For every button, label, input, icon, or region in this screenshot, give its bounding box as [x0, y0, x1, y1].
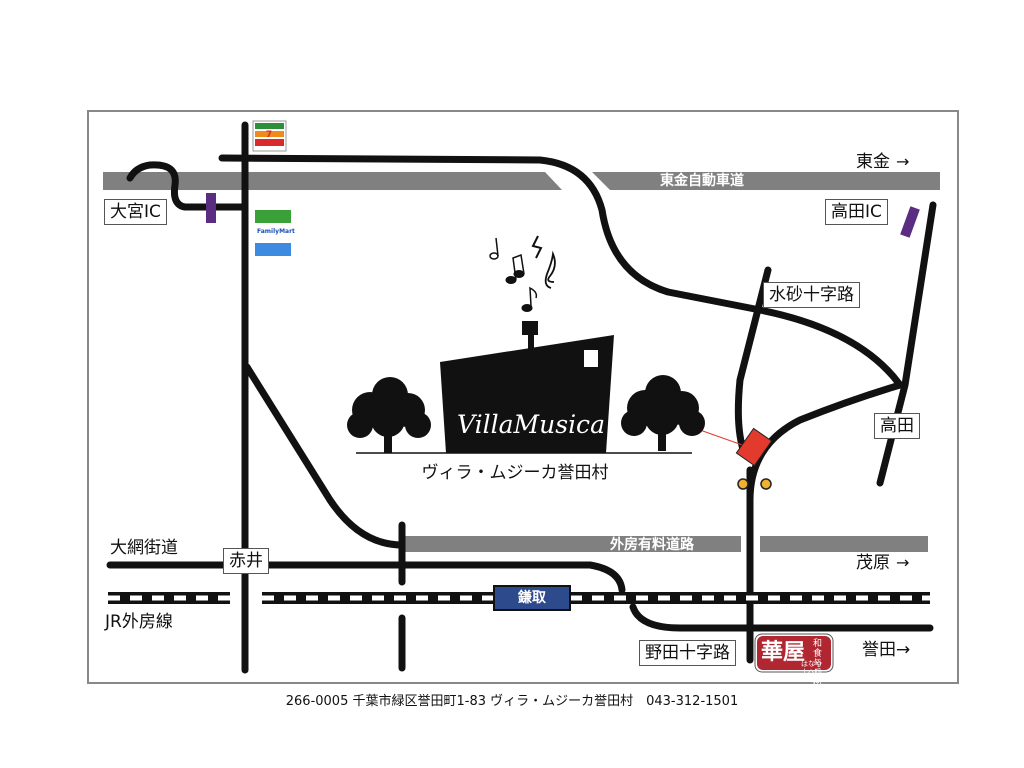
oami-kaido-label: 大網街道: [110, 538, 178, 558]
villa-musica-caption: ヴィラ・ムジーカ誉田村: [421, 463, 609, 483]
tokan-expressway-label: 東金自動車道: [660, 173, 744, 189]
noda-junction-label: 野田十字路: [639, 640, 736, 666]
venue-pointer-line: [699, 429, 749, 448]
kamatori-station: 鎌取: [493, 585, 571, 611]
road-takada-west: [746, 381, 904, 504]
honda-direction: 誉田→: [862, 640, 911, 660]
takada-ic-marker: [900, 206, 920, 238]
omiya-ic-marker: [206, 193, 216, 223]
takada-ic-label: 高田IC: [825, 199, 888, 225]
restaurant-name: 華屋: [761, 639, 806, 665]
svg-text:7: 7: [266, 130, 272, 140]
mizusuna-junction-label: 水砂十字路: [763, 282, 860, 308]
restaurant-subtitle: 和食与兵衛: [813, 639, 823, 689]
sotobo-toll-road-east: [760, 536, 928, 552]
akai-label: 赤井: [223, 548, 269, 574]
tokan-expressway-east: [592, 172, 940, 190]
music-notes-icon: [489, 235, 556, 312]
sotobo-toll-road-label: 外房有料道路: [610, 537, 694, 553]
house-icon: [440, 321, 614, 453]
railway-jr-sotobo: [108, 592, 930, 604]
tree-icon: [621, 375, 705, 451]
takada-label: 高田: [874, 413, 920, 439]
traffic-signal-icon: [760, 478, 772, 490]
tokan-expressway-west: [103, 172, 562, 190]
seven-eleven-logo: 7: [252, 120, 287, 152]
togane-direction: 東金 →: [856, 152, 909, 172]
arrow-right-icon: →: [896, 152, 910, 171]
sotobo-toll-road-west: [403, 536, 741, 552]
mobara-label: 茂原: [856, 553, 890, 573]
tree-icon: [347, 377, 431, 453]
road-north: [218, 154, 904, 389]
familymart-logo: [255, 210, 291, 256]
villa-musica-title: VillaMusica: [457, 410, 605, 439]
hanaya-yohei-logo: 華屋 和食与兵衛 はなや よへい: [757, 636, 831, 689]
mobara-direction: 茂原 →: [856, 553, 909, 573]
road-diagonal-akai: [243, 363, 406, 549]
road-oami-kaido: [106, 561, 626, 594]
omiya-ic-ramp: [126, 161, 249, 211]
restaurant-logo-border: [754, 633, 834, 673]
traffic-signal-icon: [737, 478, 749, 490]
omiya-ic-label: 大宮IC: [104, 199, 167, 225]
address-footer: 266-0005 千葉市緑区誉田町1-83 ヴィラ・ムジーカ誉田村 043-31…: [285, 694, 739, 709]
road-south: [629, 603, 934, 632]
togane-label: 東金: [856, 152, 890, 172]
familymart-label: FamilyMart: [257, 228, 295, 235]
arrow-right-icon: →: [896, 553, 910, 572]
road-takada-ic: [876, 201, 937, 487]
venue-marker: [735, 427, 773, 467]
restaurant-kana: はなや よへい: [801, 660, 822, 676]
jr-sotobo-line-label: JR外房線: [105, 612, 173, 632]
